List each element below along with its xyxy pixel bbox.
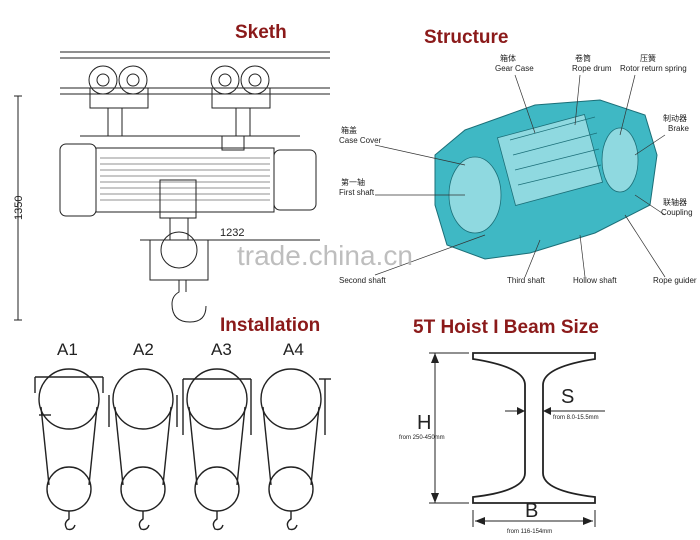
- structure-title: Structure: [424, 27, 509, 48]
- beam-b-range: from 116-154mm: [507, 529, 552, 535]
- installation-label-a3: A3: [211, 340, 232, 359]
- i-beam-diagram: H from 250-450mm S from 8.0-15.5mm B fro…: [395, 335, 700, 540]
- label-brake-cn: 制动器: [663, 113, 687, 123]
- label-coupling-cn: 联轴器: [663, 197, 687, 207]
- label-brake-en: Brake: [668, 124, 689, 133]
- beam-b-label: B: [525, 500, 538, 522]
- label-rope-drum-cn: 卷筒: [575, 53, 591, 63]
- beam-s-range: from 8.0-15.5mm: [553, 415, 599, 421]
- label-rope-drum-en: Rope drum: [572, 64, 612, 73]
- label-gear-case-cn: 箱体: [500, 53, 516, 63]
- label-hollow-shaft-en: Hollow shaft: [573, 276, 617, 285]
- sketch-drawing: 1350 1232: [0, 40, 345, 330]
- installation-label-a1: A1: [57, 340, 78, 359]
- installation-diagram: A1 A2 A3 A4: [25, 335, 345, 535]
- installation-label-a4: A4: [283, 340, 304, 359]
- label-case-cover-en: Case Cover: [339, 136, 382, 145]
- label-first-shaft-cn: 第一轴: [341, 177, 365, 187]
- label-case-cover-cn: 箱盖: [341, 125, 357, 135]
- sketch-title: Sketh: [235, 22, 287, 43]
- installation-label-a2: A2: [133, 340, 154, 359]
- label-gear-case-en: Gear Case: [495, 64, 534, 73]
- beam-h-label: H: [417, 412, 431, 434]
- sketch-height-dimension: 1350: [13, 196, 25, 220]
- sketch-width-dimension: 1232: [220, 227, 244, 239]
- label-coupling-en: Coupling: [661, 208, 693, 217]
- beam-s-label: S: [561, 386, 574, 408]
- label-spring-cn: 压簧: [640, 53, 656, 63]
- label-first-shaft-en: First shaft: [339, 188, 375, 197]
- label-rope-guider-en: Rope guider: [653, 276, 697, 285]
- structure-cutaway: 箱体 Gear Case 卷筒 Rope drum 压簧 Rotor retur…: [335, 45, 697, 300]
- label-spring-en: Rotor return spring: [620, 64, 687, 73]
- label-third-shaft-en: Third shaft: [507, 276, 546, 285]
- installation-title: Installation: [220, 315, 321, 336]
- label-second-shaft-en: Second shaft: [339, 276, 386, 285]
- beam-size-title: 5T Hoist I Beam Size: [413, 317, 599, 338]
- beam-h-range: from 250-450mm: [399, 435, 445, 441]
- watermark-text: trade.china.cn: [237, 240, 413, 271]
